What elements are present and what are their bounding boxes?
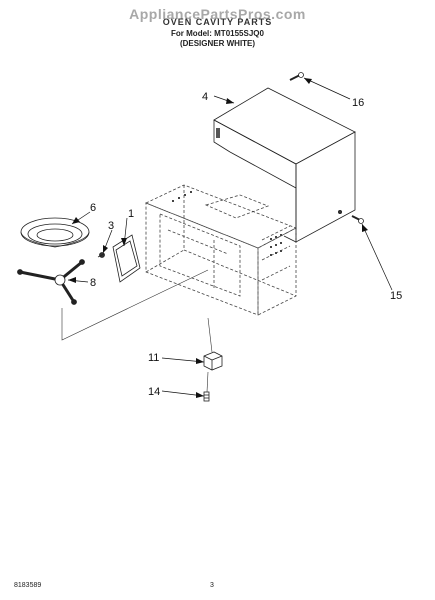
callout-3: 3 [108, 220, 114, 232]
turntable-support [17, 259, 85, 305]
callout-6: 6 [90, 202, 96, 214]
screw-15 [351, 215, 364, 224]
vent-holes [172, 191, 282, 256]
oven-cavity [145, 184, 297, 316]
cavity-foot [203, 351, 223, 371]
color-line: (DESIGNER WHITE) [179, 39, 256, 48]
screw-3 [97, 252, 105, 258]
arrow-heads [68, 78, 368, 398]
callout-11: 11 [148, 352, 159, 364]
callout-15: 15 [390, 290, 402, 302]
page-number: 3 [210, 582, 214, 589]
model-line: For Model: MT0155SJQ0 [171, 29, 264, 38]
callout-4: 4 [202, 91, 208, 103]
cabinet-wrapper [213, 87, 356, 243]
watermark: AppliancePartsPros.com [129, 6, 306, 22]
callout-1: 1 [128, 208, 134, 220]
screw-16 [289, 72, 304, 81]
diagram-title: OVEN CAVITY PARTS [162, 17, 273, 27]
callout-8: 8 [90, 277, 96, 289]
assembly-lines [61, 269, 213, 393]
waveguide-cover [112, 234, 141, 283]
turntable-tray [20, 217, 90, 248]
callout-14: 14 [148, 386, 160, 398]
screw-14 [203, 391, 210, 402]
footer-code: 8183589 [14, 582, 42, 589]
callout-16: 16 [352, 97, 364, 109]
